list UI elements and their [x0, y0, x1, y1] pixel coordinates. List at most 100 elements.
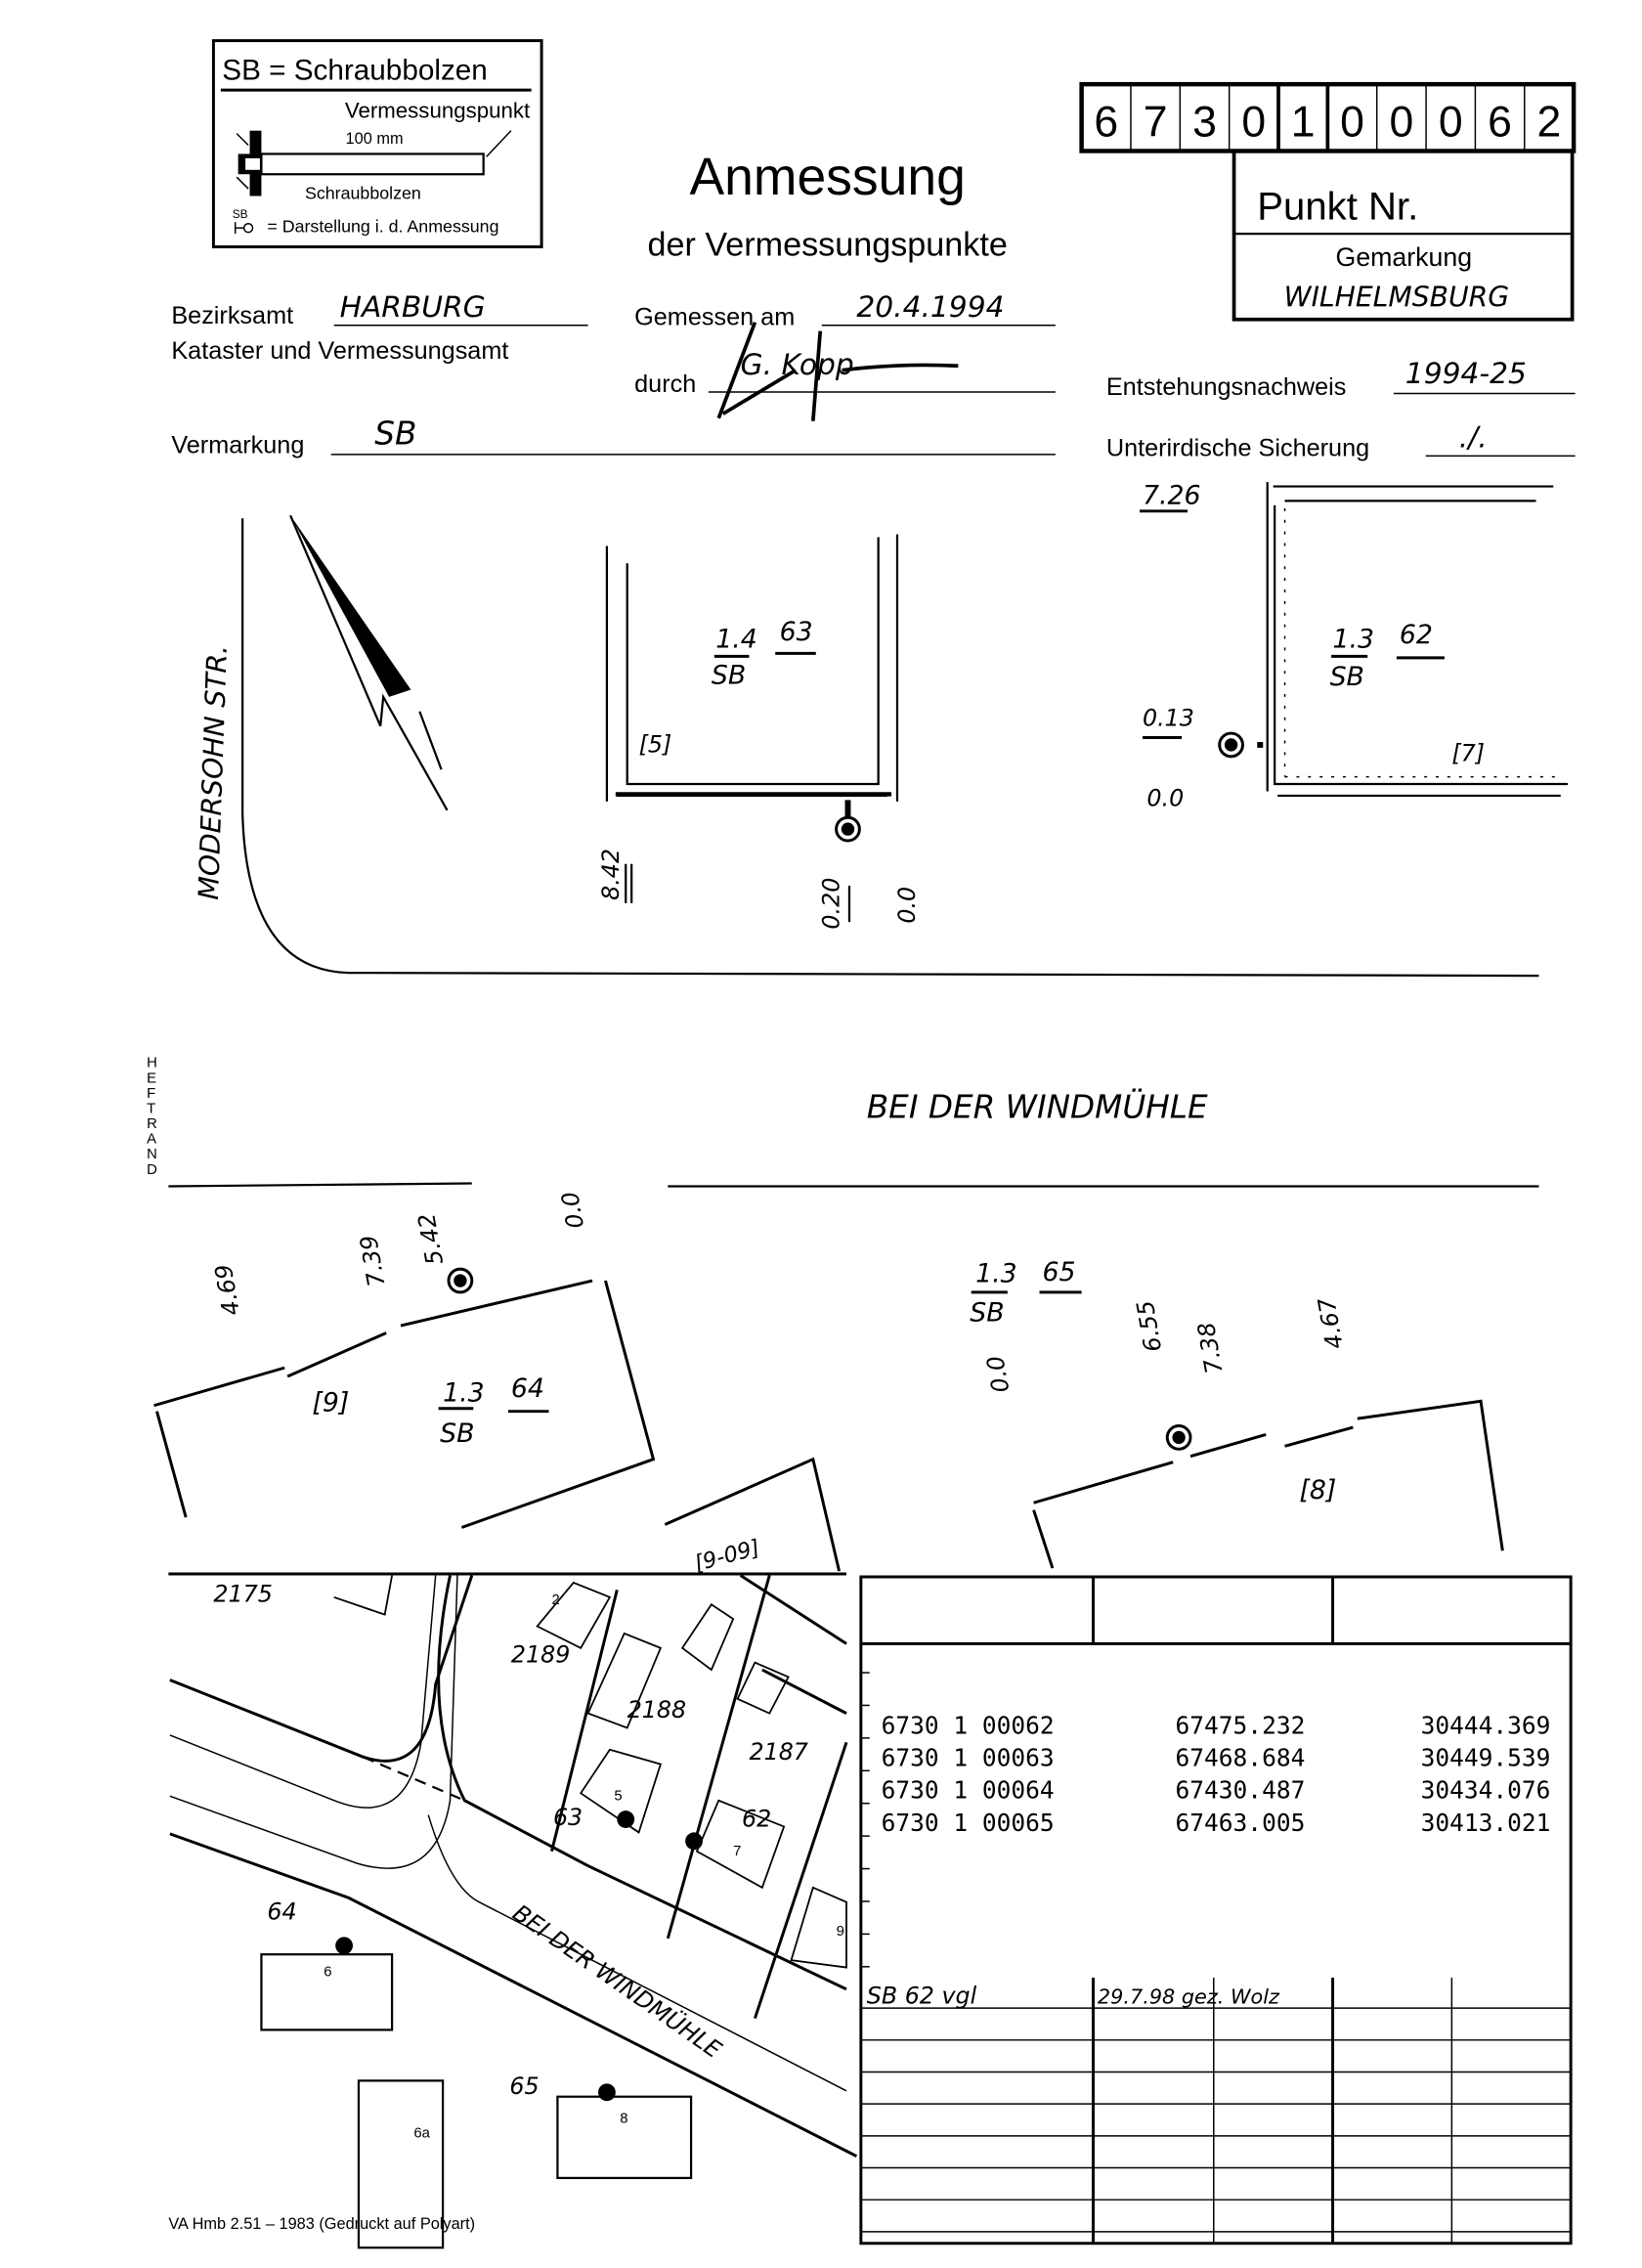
svg-text:64: 64: [267, 1898, 296, 1926]
gemessen-value: 20.4.1994: [856, 290, 1004, 325]
svg-text:0.13: 0.13: [1143, 705, 1194, 732]
svg-text:0.0: 0.0: [1146, 784, 1184, 811]
legend-box: SB = Schraubbolzen Vermessungspunkt 100 …: [211, 39, 543, 248]
gemarkung-label: Gemarkung: [1336, 242, 1473, 272]
table-row: 6730 1 00063 67468.684 30449.539: [882, 1744, 1551, 1772]
point-number-digit: 6: [1094, 99, 1118, 147]
svg-text:63: 63: [780, 617, 813, 647]
legend-symbol-sb: SB: [233, 207, 248, 221]
legend-length: 100 mm: [346, 130, 404, 148]
svg-text:65: 65: [509, 2072, 539, 2100]
legend-symbol-desc: = Darstellung i. d. Anmessung: [267, 217, 498, 237]
svg-text:4.67: 4.67: [1313, 1295, 1349, 1351]
svg-text:2189: 2189: [511, 1641, 570, 1669]
svg-text:[7]: [7]: [1451, 739, 1485, 766]
svg-text:6a: 6a: [413, 2125, 430, 2141]
svg-text:SB: SB: [440, 1418, 474, 1449]
point-number-digit: 7: [1144, 99, 1168, 147]
point-number-digit: 0: [1389, 99, 1413, 147]
point-number-digit: 1: [1291, 99, 1316, 147]
point-id: 6730 1 00063: [882, 1744, 1055, 1772]
note-date: 29.7.98 gez. Wolz: [1098, 1985, 1280, 2009]
legend-point-label: Vermessungspunkt: [345, 98, 531, 122]
svg-text:7: 7: [733, 1844, 741, 1859]
svg-text:8.42: 8.42: [597, 849, 625, 900]
svg-text:1.3: 1.3: [975, 1258, 1016, 1288]
page-subtitle: der Vermessungspunkte: [648, 226, 1008, 263]
coord-y: 30449.539: [1421, 1744, 1551, 1772]
svg-text:6: 6: [324, 1964, 331, 1980]
coord-y: 30413.021: [1421, 1809, 1551, 1837]
coord-x: 67463.005: [1176, 1809, 1306, 1837]
street-label-modersohn: MODERSOHN STR.: [193, 644, 234, 900]
form-fields: Bezirksamt HARBURG Kataster und Vermessu…: [171, 290, 1576, 461]
heftrand-letter: A: [147, 1132, 156, 1148]
svg-text:5.42: 5.42: [412, 1211, 449, 1267]
map-survey-point-icon: [598, 2083, 616, 2102]
svg-text:[9]: [9]: [312, 1388, 349, 1418]
heftrand-letter: R: [147, 1116, 157, 1132]
point-number-digit: 6: [1488, 99, 1512, 147]
heftrand-letter: N: [147, 1147, 157, 1162]
durch-label: durch: [634, 371, 696, 398]
coord-x: 67468.684: [1176, 1744, 1306, 1772]
map-excerpt: 2175 2189 2188 2187 2 5 7 9 6 6a 8 63 62…: [168, 1572, 858, 2249]
svg-text:1.3: 1.3: [1333, 624, 1374, 654]
svg-text:2187: 2187: [749, 1738, 807, 1766]
north-arrow-icon: [289, 514, 449, 811]
bezirksamt-value: HARBURG: [340, 290, 486, 325]
svg-text:4.69: 4.69: [209, 1262, 245, 1318]
svg-text:SB: SB: [970, 1298, 1004, 1329]
legend-bolt-label: Schraubbolzen: [305, 183, 421, 202]
table-row: 6730 1 00062 67475.232 30444.369: [882, 1711, 1551, 1739]
svg-text:0.20: 0.20: [818, 878, 845, 930]
sketch-lower: BEI DER WINDMÜHLE 4.69 7.39 5.42 0.0 [9]…: [153, 1089, 1539, 1577]
svg-text:[9-09]: [9-09]: [692, 1535, 762, 1577]
sicherung-value: ./.: [1459, 420, 1488, 455]
svg-text:[8]: [8]: [1299, 1475, 1336, 1505]
coord-y: 30444.369: [1421, 1711, 1551, 1739]
footer-text: VA Hmb 2.51 – 1983 (Gedruckt auf Polyart…: [168, 2215, 475, 2233]
map-survey-point-icon: [335, 1937, 353, 1955]
entstehung-label: Entstehungsnachweis: [1106, 373, 1347, 401]
heftrand-letter: H: [147, 1056, 157, 1071]
map-survey-point-icon: [617, 1810, 635, 1828]
heftrand-letter: D: [147, 1162, 157, 1178]
heftrand-letter: F: [147, 1086, 155, 1102]
bolt-icon: [236, 130, 512, 196]
svg-text:0.0: 0.0: [981, 1354, 1015, 1395]
note-sb62: SB 62 vgl: [867, 1983, 977, 2010]
point-number-label: Punkt Nr.: [1257, 185, 1418, 228]
svg-text:SB: SB: [712, 661, 746, 691]
entstehung-value: 1994-25: [1405, 357, 1527, 391]
survey-point-65-icon: [1165, 1424, 1192, 1451]
sketch-upper: MODERSOHN STR. 1.4 SB 63 [5] 8.42 0.20 0…: [193, 480, 1569, 978]
vermarkung-label: Vermarkung: [171, 431, 304, 458]
point-number-digit: 0: [1340, 99, 1364, 147]
svg-text:2175: 2175: [213, 1580, 272, 1607]
svg-text:0.0: 0.0: [556, 1190, 589, 1231]
svg-text:2188: 2188: [627, 1696, 686, 1723]
map-survey-point-icon: [685, 1832, 703, 1851]
point-id: 6730 1 00062: [882, 1711, 1055, 1739]
map-street-label: BEI DER WINDMÜHLE: [507, 1899, 726, 2064]
heftrand-letter: T: [147, 1101, 155, 1116]
point-id: 6730 1 00065: [882, 1809, 1055, 1837]
street-label-windmuehle: BEI DER WINDMÜHLE: [867, 1089, 1208, 1126]
point-number-digit: 2: [1537, 99, 1562, 147]
svg-text:63: 63: [553, 1804, 583, 1831]
heftrand-letter: E: [147, 1070, 156, 1086]
survey-point-62-icon: [1218, 731, 1244, 759]
point-number-digit: 0: [1241, 99, 1266, 147]
svg-text:7.38: 7.38: [1192, 1320, 1229, 1375]
table-row: 6730 1 00065 67463.005 30413.021: [882, 1809, 1551, 1837]
survey-point-64-icon: [447, 1267, 474, 1294]
svg-text:1.3: 1.3: [443, 1377, 485, 1408]
vermarkung-value: SB: [374, 414, 416, 452]
point-number-digit: 0: [1439, 99, 1463, 147]
coord-x: 67475.232: [1176, 1711, 1306, 1739]
